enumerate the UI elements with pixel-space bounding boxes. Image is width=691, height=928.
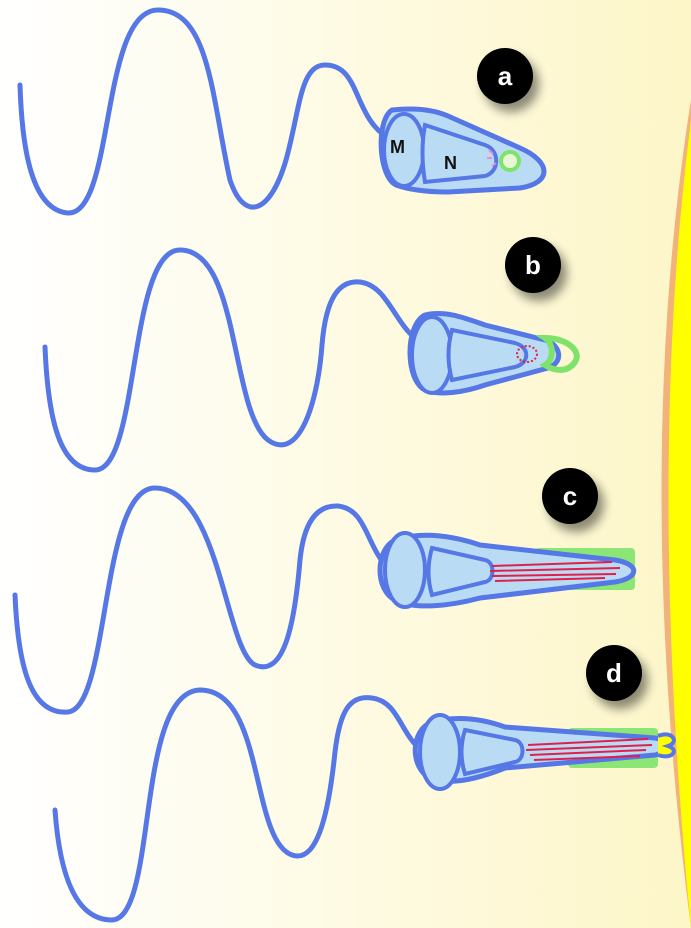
midpiece-b bbox=[412, 317, 452, 393]
mitochondria-label: M bbox=[390, 137, 405, 157]
nucleus-label: N bbox=[444, 153, 457, 173]
midpiece-d bbox=[420, 715, 460, 789]
badge-d: d bbox=[586, 645, 642, 701]
midpiece-c bbox=[385, 533, 425, 607]
badge-d-label: d bbox=[606, 658, 622, 688]
badge-b-label: b bbox=[525, 250, 541, 280]
badge-a: a bbox=[477, 48, 533, 104]
badge-c: c bbox=[542, 468, 598, 524]
fusion-pore-d bbox=[658, 734, 674, 756]
badge-c-label: c bbox=[563, 481, 577, 511]
acrosome-vesicle-a bbox=[501, 152, 519, 170]
badge-a-label: a bbox=[498, 61, 513, 91]
badge-b: b bbox=[505, 237, 561, 293]
